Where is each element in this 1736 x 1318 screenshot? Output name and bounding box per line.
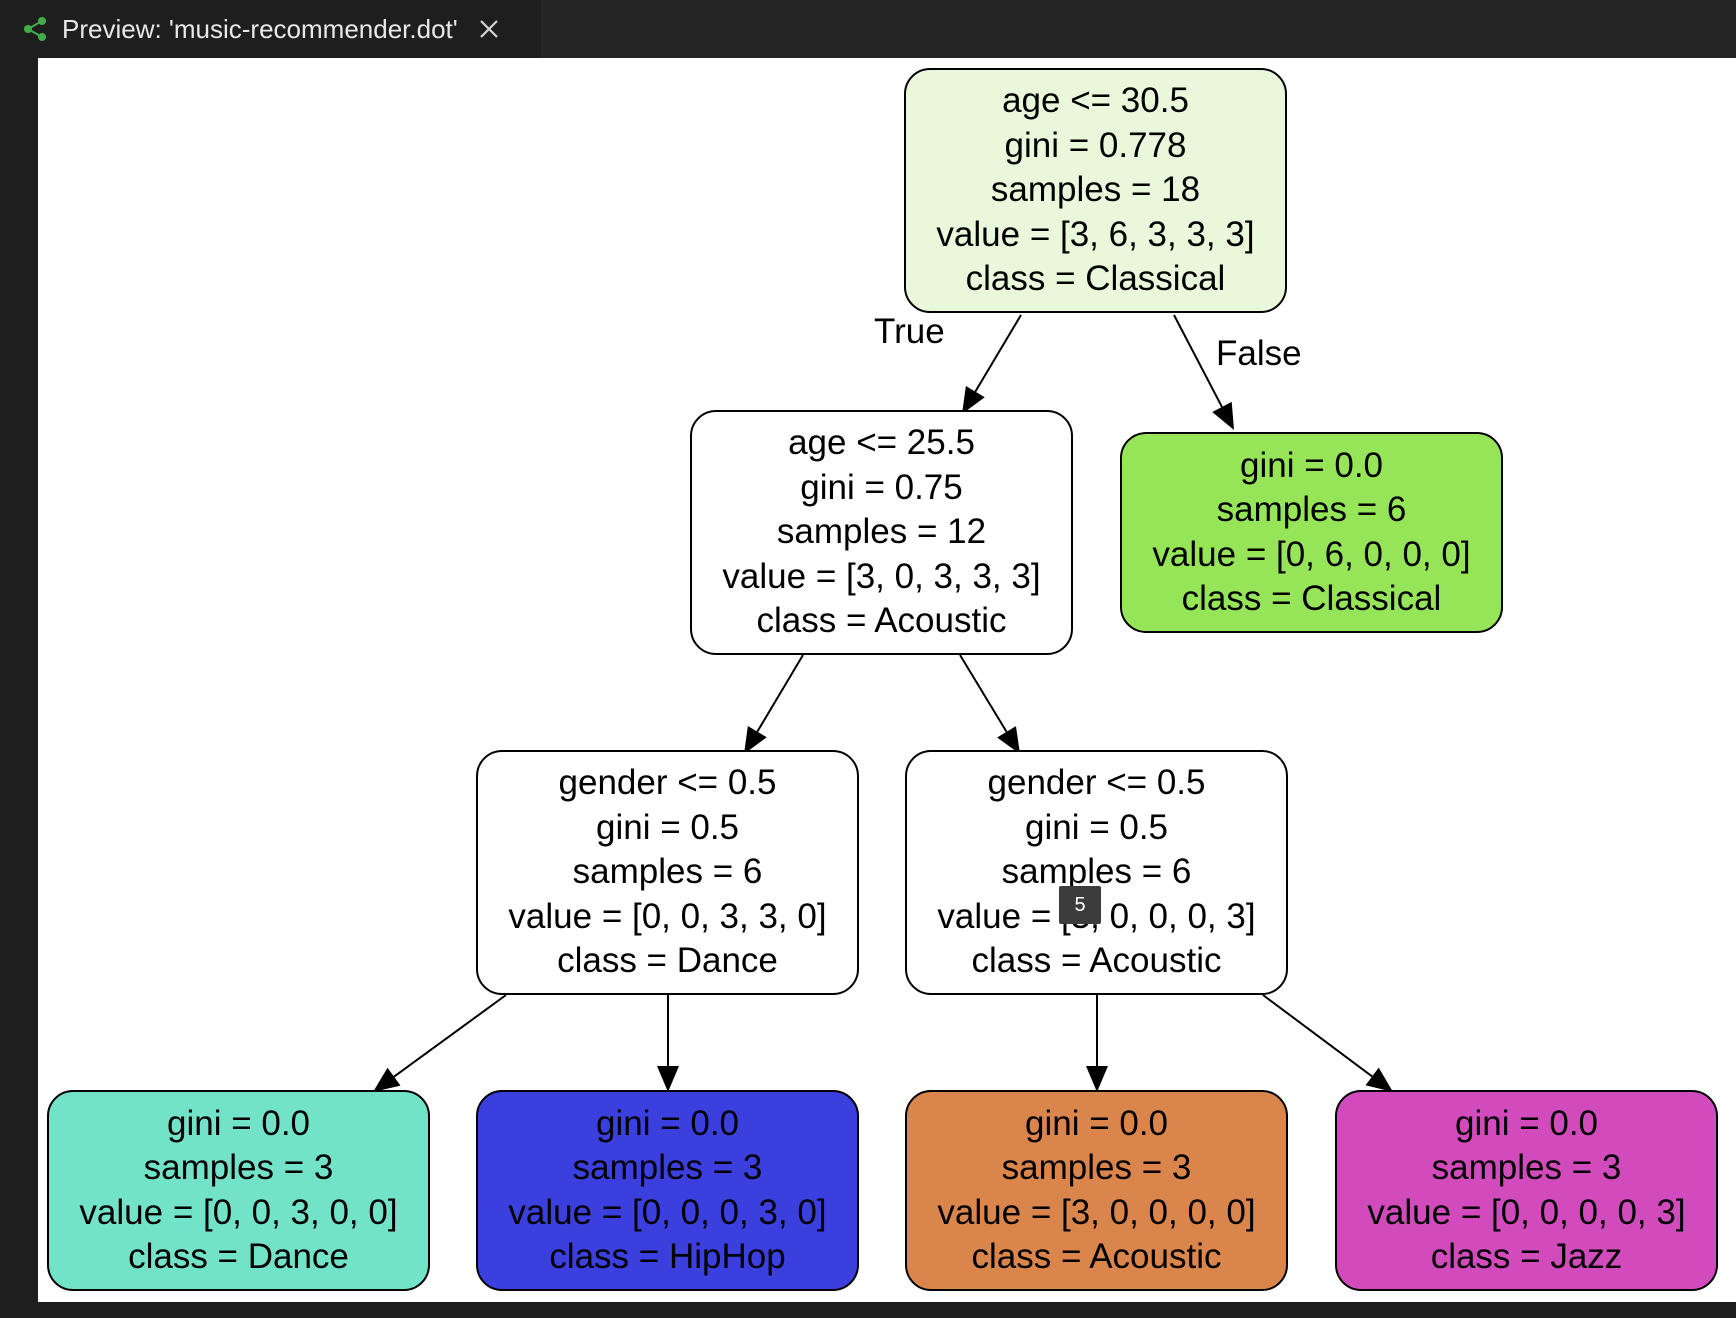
node-line: samples = 6 (572, 852, 763, 892)
node-line: class = Classical (965, 259, 1226, 299)
node-line: gini = 0.5 (595, 807, 740, 847)
arrowhead (744, 726, 767, 754)
tab-preview[interactable]: Preview: 'music-recommender.dot' (0, 0, 541, 58)
node-line: gini = 0.5 (1024, 807, 1169, 847)
node-line: gender <= 0.5 (558, 763, 777, 803)
node-line: samples = 3 (572, 1148, 763, 1187)
tree-node-n6: gini = 0.0 samples = 3 value = [0, 0, 0, 3… (476, 1090, 859, 1291)
arrowhead (962, 386, 985, 414)
tree-node-n2: gini = 0.0 samples = 6 value = [0, 6, 0, 0… (1120, 432, 1503, 633)
node-line: gini = 0.0 (1024, 1103, 1169, 1143)
node-line: value = [0, 0, 0, 0, 3] (1367, 1192, 1686, 1232)
node-line: class = Dance (557, 941, 778, 981)
arrowhead (997, 726, 1020, 754)
node-line: age <= 25.5 (788, 423, 975, 463)
node-line: value = [3, 6, 3, 3, 3] (936, 214, 1255, 254)
node-line: value = [3, 0, 0, 0, 0] (937, 1192, 1256, 1232)
graph-preview-icon (24, 17, 46, 41)
tree-edge (1173, 314, 1223, 408)
arrowhead (373, 1067, 401, 1092)
tree-edge (974, 314, 1022, 393)
node-line: class = Acoustic (756, 601, 1007, 641)
arrowhead (1086, 1066, 1108, 1092)
node-line: samples = 3 (1431, 1148, 1622, 1187)
node-line: class = Acoustic (971, 941, 1222, 981)
node-line: gini = 0.75 (800, 467, 963, 507)
node-line: age <= 30.5 (1002, 81, 1189, 121)
node-line: value = [3, 0, 3, 3, 3] (722, 556, 1041, 596)
node-line: gini = 0.0 (1239, 445, 1384, 485)
node-line: gini = 0.0 (166, 1103, 311, 1143)
node-line: class = Classical (1181, 579, 1442, 618)
tree-edge (959, 654, 1008, 733)
tree-node-n7: gini = 0.0 samples = 3 value = [3, 0, 0, 0… (905, 1090, 1288, 1291)
node-line: value = [0, 0, 3, 3, 0] (508, 896, 827, 936)
node-line: samples = 3 (143, 1148, 334, 1187)
arrowhead (1212, 401, 1234, 430)
node-line: samples = 12 (776, 512, 987, 552)
node-line: samples = 6 (1216, 490, 1407, 529)
tree-edge (393, 994, 507, 1078)
node-line: class = Jazz (1430, 1237, 1623, 1276)
window-bottom-edge (0, 1302, 1736, 1318)
tree-node-n8: gini = 0.0 samples = 3 value = [0, 0, 0, 0… (1335, 1090, 1718, 1291)
node-line: class = HipHop (549, 1237, 786, 1276)
node-line: samples = 6 (1001, 852, 1192, 892)
edge-label-true: True (874, 312, 945, 351)
node-line: gender <= 0.5 (987, 763, 1206, 803)
node-line: value = [0, 6, 0, 0, 0] (1152, 534, 1471, 574)
node-line: gini = 0.0 (595, 1103, 740, 1143)
node-line: value = [0, 0, 3, 0, 0] (79, 1192, 398, 1232)
tree-edges (373, 314, 1393, 1092)
node-line: value = [0, 0, 0, 3, 0] (508, 1192, 827, 1232)
close-icon[interactable] (478, 18, 500, 40)
edge-label-false: False (1216, 334, 1302, 373)
tree-edge (1262, 994, 1373, 1078)
node-line: class = Dance (128, 1237, 349, 1276)
tree-node-n5: gini = 0.0 samples = 3 value = [0, 0, 3, 0… (47, 1090, 430, 1291)
arrowhead (657, 1066, 679, 1092)
node-line: samples = 18 (990, 170, 1201, 210)
node-line: class = Acoustic (971, 1237, 1222, 1276)
tree-edge (756, 654, 804, 733)
editor-tab-bar: Preview: 'music-recommender.dot' (0, 0, 1736, 58)
node-line: gini = 0.0 (1454, 1103, 1599, 1143)
node-line: gini = 0.778 (1004, 125, 1187, 165)
hover-tooltip: 5 (1059, 886, 1101, 924)
tab-title: Preview: 'music-recommender.dot' (62, 13, 458, 44)
node-line: samples = 3 (1001, 1148, 1192, 1187)
arrowhead (1365, 1067, 1393, 1092)
